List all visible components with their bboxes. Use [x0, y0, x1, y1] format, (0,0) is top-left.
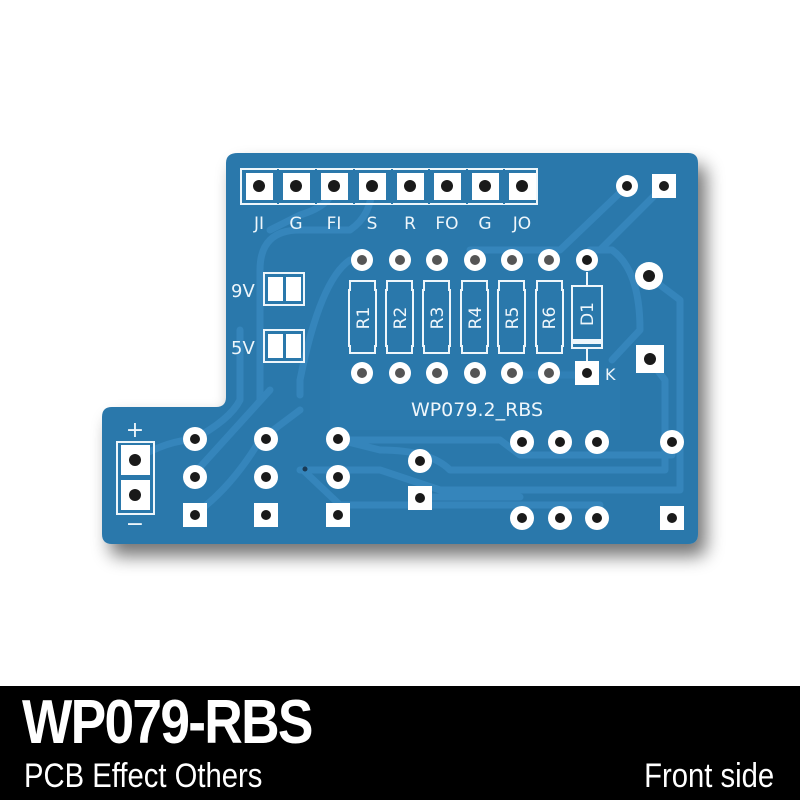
resistor-pads: [351, 249, 599, 385]
label-jo: JO: [512, 214, 531, 234]
label-g1: G: [289, 214, 302, 234]
label-5v: 5V: [231, 338, 255, 359]
label-r6: R6: [540, 307, 560, 330]
label-r5: R5: [503, 307, 523, 330]
footer-banner: WP079-RBS PCB Effect Others Front side: [0, 686, 800, 800]
board-name-label: WP079.2_RBS: [411, 399, 543, 421]
voltage-jumpers: 9V 5V: [231, 272, 305, 363]
pcb-board: JI G FI S R FO G JO 9V 5V: [102, 153, 698, 544]
via: [302, 466, 308, 472]
power-connector: + −: [116, 418, 155, 537]
label-r2: R2: [391, 307, 411, 330]
resistor-outlines: [348, 272, 603, 361]
label-fi: FI: [327, 214, 342, 234]
component-labels: R1 R2 R3 R4 R5 R6 D1 K WP079.2_RBS: [354, 302, 616, 421]
label-r1: R1: [354, 307, 374, 330]
plus-label: +: [126, 418, 144, 443]
minus-label: −: [126, 512, 144, 537]
label-r4: R4: [466, 307, 486, 330]
label-g2: G: [478, 214, 491, 234]
header-connector: [240, 168, 538, 205]
label-s: S: [367, 214, 378, 234]
product-category: PCB Effect Others: [24, 757, 263, 795]
label-ji: JI: [253, 214, 264, 234]
label-d1: D1: [578, 302, 598, 326]
right-pads: [635, 262, 664, 373]
label-r3: R3: [428, 307, 448, 330]
view-side-label: Front side: [643, 757, 774, 795]
diode-cathode-band: [573, 339, 601, 344]
product-title: WP079-RBS: [22, 688, 313, 757]
label-r: R: [404, 214, 416, 234]
label-9v: 9V: [231, 281, 255, 302]
bottom-right-pads: [510, 430, 684, 530]
top-right-pads: [616, 174, 676, 198]
label-fo: FO: [435, 214, 458, 234]
header-labels: JI G FI S R FO G JO: [253, 214, 531, 234]
pot-pads: [183, 427, 432, 527]
label-k: K: [605, 365, 616, 384]
copper-pour: [330, 370, 620, 430]
pcb-render-area: JI G FI S R FO G JO 9V 5V: [102, 153, 698, 544]
